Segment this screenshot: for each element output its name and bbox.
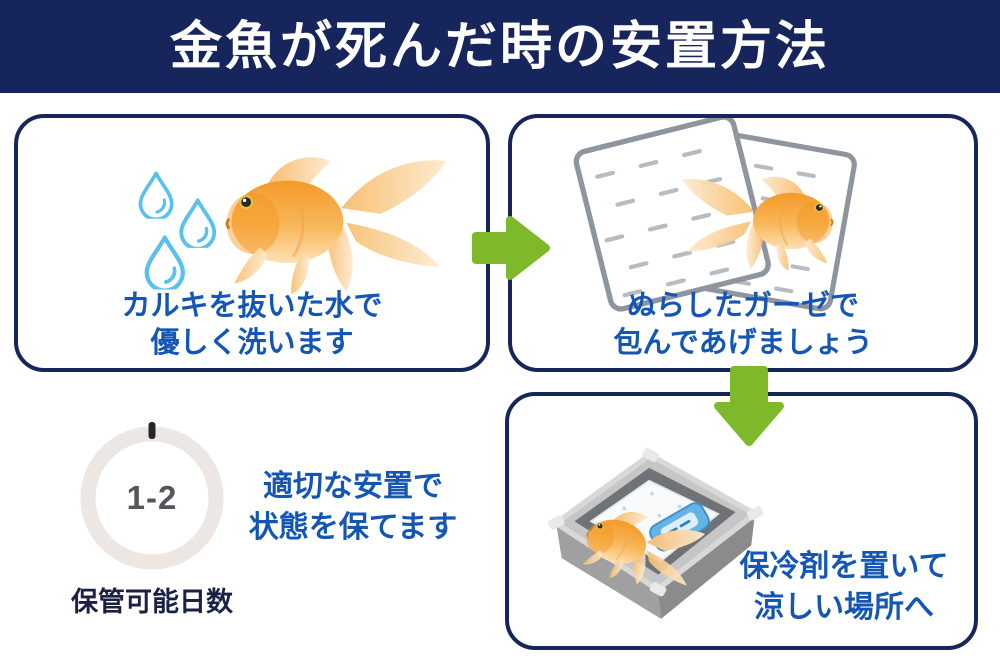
step3-caption-line1: 保冷剤を置いて (739, 550, 949, 583)
step1-caption-line1: カルキを抜いた水で (121, 290, 383, 322)
step1-panel: カルキを抜いた水で 優しく洗います (14, 114, 490, 372)
water-drop-icon (179, 198, 217, 248)
water-drop-icon (147, 237, 183, 290)
arrow-down-icon (714, 366, 784, 446)
goldfish-in-tray-with-ice-pack-illustration (548, 447, 764, 619)
storage-note-line2: 状態を保てます (248, 511, 458, 544)
step2-caption: ぬらしたガーゼで 包んであげましょう (512, 288, 974, 362)
storage-days-caption: 保管可能日数 (71, 587, 233, 617)
step3-caption: 保冷剤を置いて 涼しい場所へ (724, 546, 964, 628)
tray-icon (548, 447, 764, 619)
step2-caption-line2: 包んであげましょう (613, 327, 873, 359)
goldfish-icon (225, 155, 448, 296)
storage-note-line1: 適切な安置で (263, 470, 443, 503)
step3-caption-line2: 涼しい場所へ (754, 591, 934, 624)
title-banner: 金魚が死んだ時の安置方法 (0, 0, 1000, 93)
step2-caption-line1: ぬらしたガーゼで (626, 290, 859, 322)
step2-panel: ぬらしたガーゼで 包んであげましょう (508, 114, 978, 372)
donut-tick (148, 422, 156, 439)
donut-ring (80, 422, 224, 570)
step1-caption-line2: 優しく洗います (150, 327, 354, 359)
storage-days-donut: 1-2 (76, 422, 228, 574)
step1-caption: カルキを抜いた水で 優しく洗います (18, 288, 486, 362)
water-drop-icon (138, 171, 174, 219)
page-title: 金魚が死んだ時の安置方法 (169, 17, 830, 76)
storage-note: 適切な安置で 状態を保てます (243, 466, 463, 548)
storage-days-value: 1-2 (126, 479, 178, 516)
arrow-right-icon (472, 216, 550, 280)
